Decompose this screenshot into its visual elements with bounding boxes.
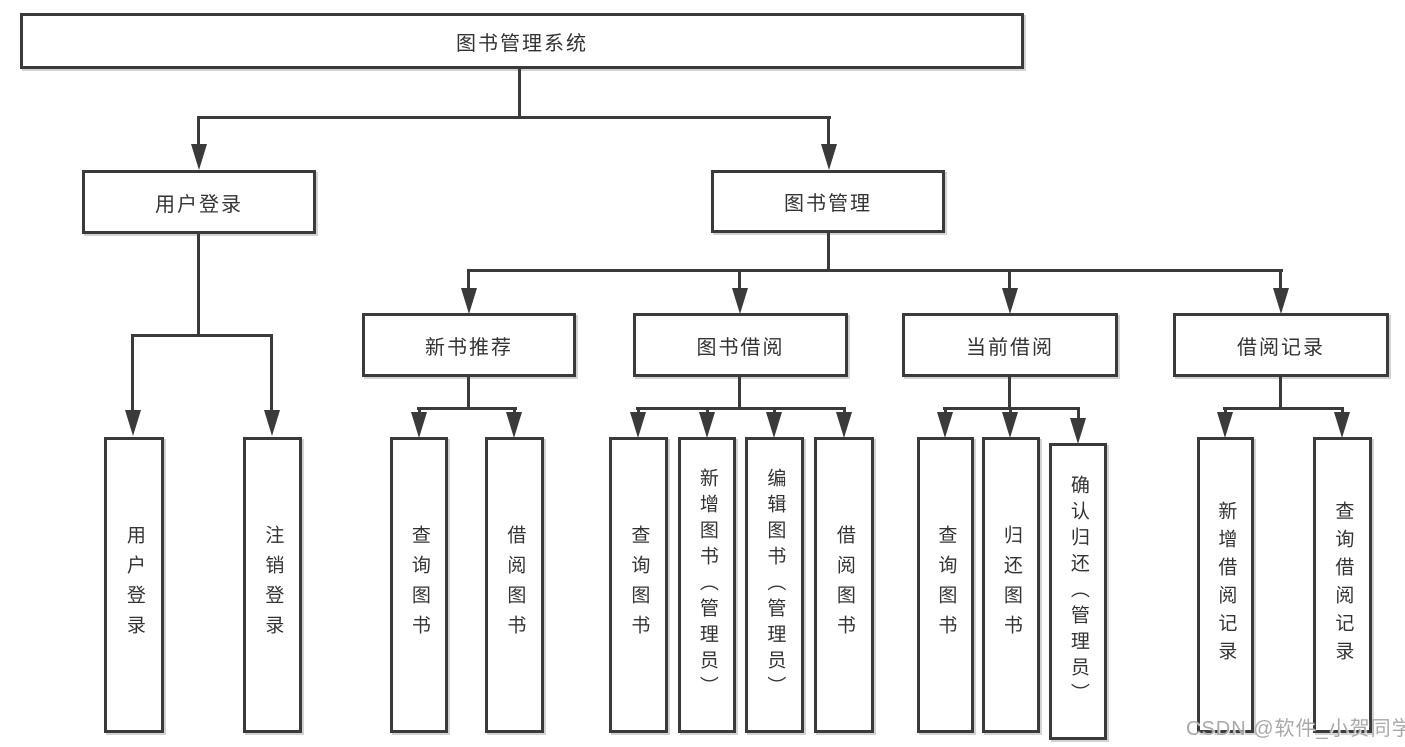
connector-leaf-drop — [773, 407, 776, 414]
watermark: CSDN @软件_小贺同学 — [1186, 718, 1405, 740]
arrow-down-icon — [766, 412, 782, 438]
node-borrowing-records: 借阅记录 — [1173, 313, 1389, 377]
leaf-query-books-label: 查询图书 — [408, 525, 430, 645]
connector-leaf-drop — [270, 334, 273, 412]
connector-level3-drop — [738, 269, 741, 291]
connector-book-management-drop — [827, 116, 830, 146]
leaf-query-books-label: 查询图书 — [935, 525, 957, 645]
leaf-user-login-label: 用户登录 — [123, 525, 145, 645]
leaf-user-login: 用户登录 — [104, 437, 164, 733]
arrow-down-icon — [1002, 412, 1018, 438]
arrow-down-icon — [461, 288, 477, 314]
leaf-borrow-books-label: 借阅图书 — [833, 525, 855, 645]
connector-user-login-rail — [131, 334, 273, 337]
leaf-logout: 注销登录 — [243, 437, 302, 733]
arrow-down-icon — [821, 144, 837, 170]
arrow-down-icon — [1334, 412, 1350, 438]
connector-leaf-drop — [1224, 407, 1227, 414]
leaf-edit-books-admin: 编辑图书（管理员） — [745, 437, 804, 733]
connector-book-management-stem — [827, 233, 830, 272]
leaf-add-books-admin: 新增图书（管理员） — [678, 437, 736, 733]
connector-root-stem — [518, 69, 521, 118]
leaf-add-borrow-record: 新增借阅记录 — [1197, 437, 1254, 733]
arrow-down-icon — [937, 412, 953, 438]
connector-node-stem — [1279, 377, 1282, 410]
connector-leaf-drop — [706, 407, 709, 414]
connector-leaf-drop — [1341, 407, 1344, 414]
leaf-query-borrow-record-label: 查询借阅记录 — [1332, 501, 1354, 669]
arrow-down-icon — [1002, 288, 1018, 314]
arrow-down-icon — [732, 288, 748, 314]
leaf-query-books: 查询图书 — [917, 437, 974, 733]
connector-level3-drop — [1279, 269, 1282, 291]
leaf-add-borrow-record-label: 新增借阅记录 — [1215, 501, 1237, 669]
connector-leaf-drop — [513, 407, 516, 414]
node-book-borrowing-label: 图书借阅 — [696, 336, 785, 359]
connector-leaf-drop — [1009, 407, 1012, 414]
node-new-book-recommendation: 新书推荐 — [362, 313, 576, 377]
node-book-borrowing: 图书借阅 — [633, 313, 848, 377]
arrow-down-icon — [506, 412, 522, 438]
leaf-confirm-return-admin: 确认归还（管理员） — [1049, 443, 1107, 740]
arrow-down-icon — [699, 412, 715, 438]
leaf-borrow-books: 借阅图书 — [485, 437, 544, 733]
connector-level3-drop — [467, 269, 470, 291]
connector-node-stem — [467, 377, 470, 410]
connector-leaf-drop — [131, 334, 134, 412]
leaf-query-books-label: 查询图书 — [628, 525, 650, 645]
arrow-down-icon — [191, 144, 207, 170]
connector-leaf-drop — [843, 407, 846, 414]
arrow-down-icon — [125, 410, 141, 436]
leaf-borrow-books: 借阅图书 — [814, 437, 874, 733]
node-borrowing-records-label: 借阅记录 — [1237, 336, 1325, 359]
leaf-query-books: 查询图书 — [390, 437, 448, 733]
connector-node-stem — [1008, 377, 1011, 410]
leaf-confirm-return-admin-label: 确认归还（管理员） — [1067, 474, 1089, 709]
leaf-query-books: 查询图书 — [609, 437, 668, 733]
leaf-add-books-admin-label: 新增图书（管理员） — [696, 468, 718, 702]
node-current-borrowing: 当前借阅 — [902, 313, 1118, 377]
connector-level1-rail — [197, 116, 831, 119]
connector-leaf-drop — [1077, 407, 1080, 420]
connector-level2-rail — [467, 269, 1283, 272]
node-current-borrowing-label: 当前借阅 — [966, 336, 1054, 359]
arrow-down-icon — [411, 412, 427, 438]
node-book-management-label: 图书管理 — [784, 193, 872, 215]
node-root-label: 图书管理系统 — [456, 32, 588, 55]
node-user-login: 用户登录 — [82, 170, 316, 234]
node-user-login-label: 用户登录 — [155, 193, 243, 216]
leaf-edit-books-admin-label: 编辑图书（管理员） — [764, 468, 786, 702]
leaf-return-books-label: 归还图书 — [1000, 525, 1022, 645]
connector-leaf-rail — [417, 407, 517, 410]
connector-level3-drop — [1008, 269, 1011, 291]
node-book-management: 图书管理 — [711, 170, 945, 233]
connector-node-stem — [738, 377, 741, 410]
connector-leaf-rail — [636, 407, 846, 410]
node-root: 图书管理系统 — [20, 13, 1024, 69]
connector-leaf-drop — [637, 407, 640, 414]
node-new-book-recommendation-label: 新书推荐 — [425, 336, 513, 359]
connector-leaf-rail — [1223, 407, 1344, 410]
arrow-down-icon — [630, 412, 646, 438]
leaf-borrow-books-label: 借阅图书 — [504, 525, 526, 645]
connector-leaf-drop — [944, 407, 947, 414]
connector-user-login-drop — [197, 116, 200, 146]
leaf-return-books: 归还图书 — [982, 437, 1040, 733]
arrow-down-icon — [836, 412, 852, 438]
leaf-logout-label: 注销登录 — [262, 525, 284, 645]
leaf-query-borrow-record: 查询借阅记录 — [1313, 437, 1372, 733]
arrow-down-icon — [1273, 288, 1289, 314]
arrow-down-icon — [264, 410, 280, 436]
arrow-down-icon — [1070, 418, 1086, 444]
connector-leaf-drop — [418, 407, 421, 414]
arrow-down-icon — [1217, 412, 1233, 438]
connector-user-login-stem — [197, 234, 200, 336]
